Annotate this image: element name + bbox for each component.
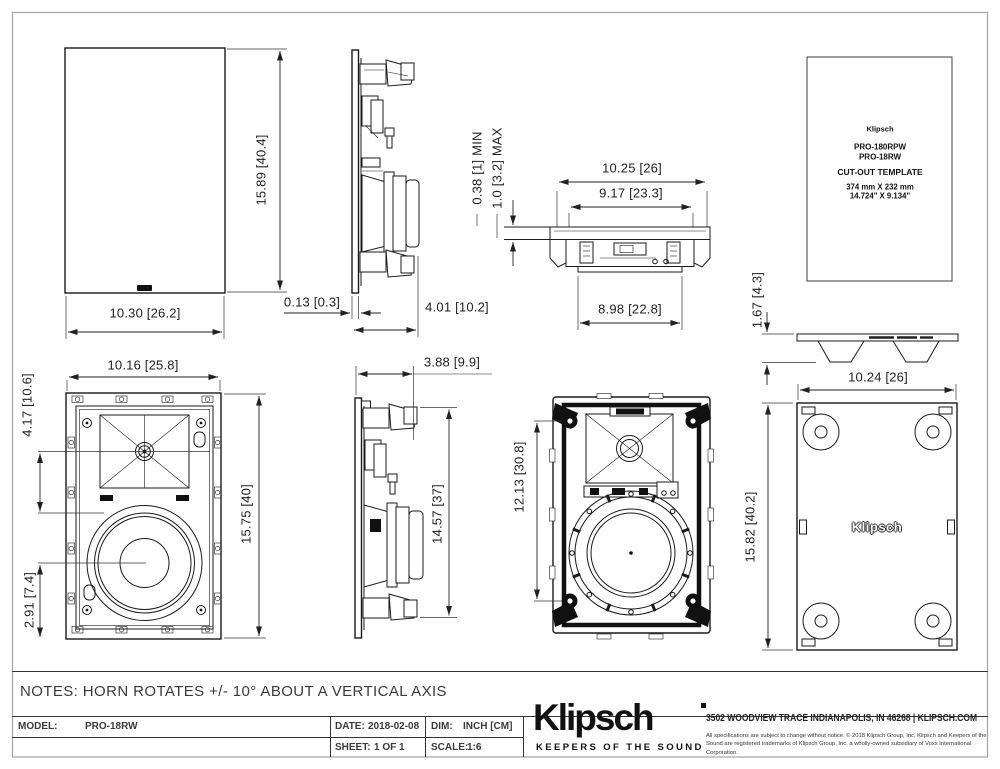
view-grille-front (64, 47, 287, 339)
view-side-top (284, 49, 551, 337)
dim-side-depth: 3.88 [9.9] (423, 354, 481, 370)
klipsch-logo: Klipsch (533, 697, 655, 738)
template-model-1: PRO-180RPW (853, 142, 907, 152)
back-panel-logo: Klipsch (851, 519, 903, 535)
date-value: 2018-02-08 (368, 721, 420, 732)
template-title: CUT-OUT TEMPLATE (837, 167, 923, 177)
legal-fine-print: All specifications are subject to change… (706, 733, 987, 756)
dim-frame-height: 15.75 [40] (238, 484, 254, 544)
notes-text: NOTES: HORN ROTATES +/- 10° ABOUT A VERT… (20, 683, 447, 700)
dim-woofer-center: 2.91 [7.4] (21, 571, 37, 629)
dim-top-cutout-width: 9.17 [23.3] (599, 185, 663, 201)
view-top (549, 179, 711, 330)
sheet-label: SHEET: (335, 742, 371, 753)
dim-frame-width: 10.16 [25.8] (107, 357, 179, 373)
view-rear-mounted (534, 393, 714, 640)
dim-grille-height: 15.89 [40.4] (253, 134, 269, 206)
dim-units-value: INCH [CM] (463, 721, 513, 732)
template-size-in: 14.724" X 9.134" (849, 191, 911, 201)
dim-horn-center: 4.17 [10.6] (19, 373, 35, 437)
view-frame-front (37, 374, 266, 640)
dim-back-height: 15.82 [40.2] (742, 491, 758, 563)
template-size-mm: 374 mm X 232 mm (846, 182, 914, 192)
model-value: PRO-18RW (85, 721, 138, 732)
dim-side-height: 14.57 [37] (429, 484, 445, 544)
sheet-value: 1 OF 1 (374, 742, 405, 753)
scale-label: SCALE: (431, 742, 469, 753)
template-brand-logo: Klipsch (866, 124, 894, 134)
view-back (762, 384, 958, 651)
company-address: 3502 WOODVIEW TRACE INDIANAPOLIS, IN 462… (706, 713, 978, 724)
template-model-2: PRO-18RW (858, 152, 902, 162)
dim-depth: 4.01 [10.2] (425, 299, 489, 315)
dim-clamp-span: 12.13 [30.8] (511, 441, 527, 513)
view-cutout-template (806, 56, 953, 282)
dim-wall-min: 0.38 [1] MIN (469, 131, 485, 205)
dim-top-body-width: 8.98 [22.8] (598, 301, 662, 317)
dim-units-label: DIM: (431, 721, 453, 732)
dim-back-width: 10.24 [26] (848, 369, 908, 385)
dim-flange-thickness: 0.13 [0.3] (283, 294, 341, 310)
scale-value: 1:6 (467, 742, 482, 753)
date-label: DATE: (335, 721, 365, 732)
klipsch-tagline: KEEPERS OF THE SOUND (536, 742, 704, 753)
title-block-rules (12, 671, 988, 757)
view-side-bottom (354, 366, 492, 639)
dim-grille-width: 10.30 [26.2] (109, 305, 181, 321)
dim-top-overall-width: 10.25 [26] (602, 160, 662, 176)
page-border (11, 11, 989, 758)
view-edge-bracket (762, 312, 959, 385)
grille-logo-badge (137, 285, 152, 291)
dim-wall-max: 1.0 [3.2] MAX (489, 127, 505, 209)
dim-bracket-height: 1.67 [4.3] (749, 271, 765, 329)
model-label: MODEL: (18, 721, 58, 732)
registered-mark-icon (701, 703, 706, 708)
